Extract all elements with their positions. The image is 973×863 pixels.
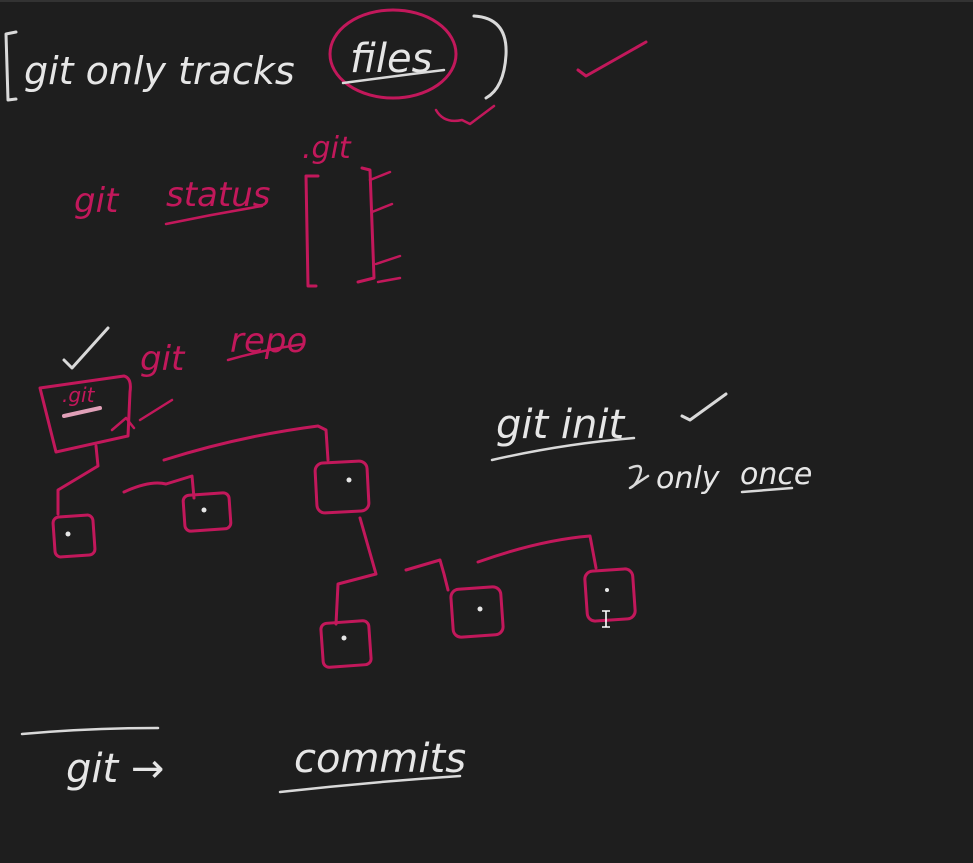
tree-edge-root-right [162,424,330,462]
text-cursor-icon [602,610,610,628]
folder-highlight-stroke [62,406,102,418]
status-underline [164,204,264,226]
tree-edge-l2-right [476,534,598,570]
folder-arrow-stroke [110,398,174,432]
bracket-left-stroke [304,174,320,288]
repo-folder-label: .git [62,383,96,407]
git-status-git-text: git [74,181,120,221]
separator-line [20,726,160,736]
node-dot-6 [605,588,609,592]
node-dot-4 [341,635,347,641]
files-circle [328,8,458,100]
tree-node-5 [449,585,505,639]
git-status-status-text: status [166,175,270,215]
node-dot-5 [477,606,483,612]
dot-git-label: .git [302,131,352,166]
node-dot-2 [201,507,207,513]
checkmark-small-icon [434,104,496,126]
close-paren-stroke [472,14,508,100]
bracket-ticks [368,170,402,284]
git-repo-git-text: git [140,339,186,379]
repo-checkmark-icon [62,326,110,370]
tree-edge-root-mid [122,474,196,500]
git-repo-repo-text: repo [230,321,307,361]
tree-edge-l2-mid [404,558,450,592]
commits-text: commits [294,736,466,782]
files-underline [341,68,446,85]
once-underline [740,486,794,494]
git-arrow-text: git → [66,746,164,792]
tree-edge-l2-left [334,516,378,626]
commits-underline [278,774,462,794]
tree-node-1 [51,513,97,559]
node-dot-3 [346,477,352,483]
line1-prefix-text: git only tracks [24,49,295,93]
checkmark-icon [576,40,648,78]
only-text: only [656,461,721,496]
init-checkmark-icon [680,392,728,422]
bracket-right-stroke [356,166,376,284]
open-bracket-stroke [4,30,18,102]
files-text: files [350,36,432,82]
repo-underline [226,342,306,362]
tree-node-3 [313,459,371,515]
node-dot-1 [65,531,71,537]
once-text: once [740,457,812,492]
arrow-glyph [628,464,650,490]
git-init-underline [490,436,636,462]
tree-node-6 [583,567,637,623]
tree-edge-root-left [56,444,100,516]
tree-node-4 [319,619,373,669]
tree-node-2 [181,491,233,533]
